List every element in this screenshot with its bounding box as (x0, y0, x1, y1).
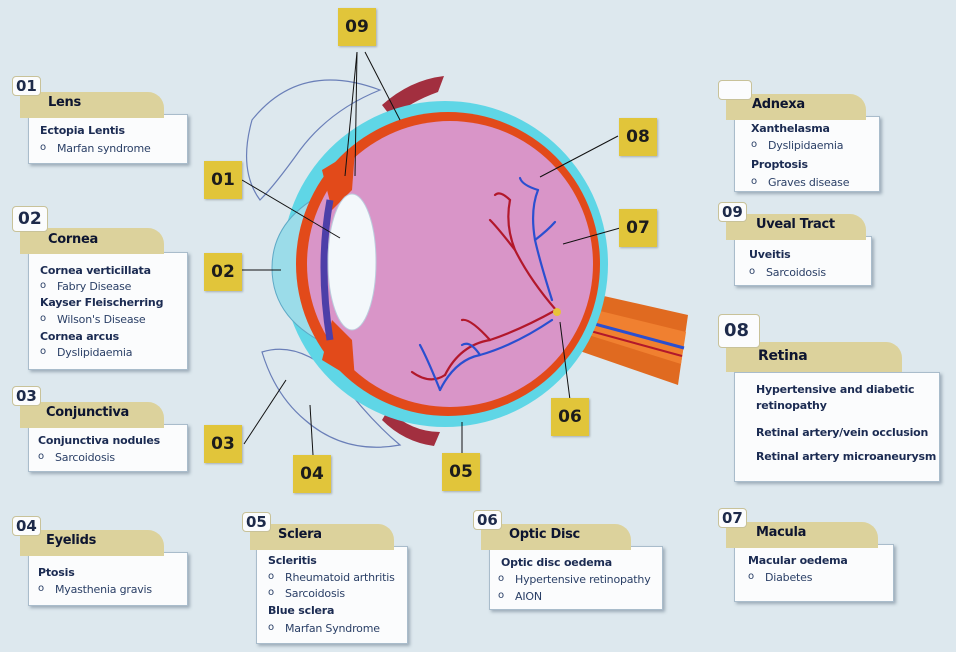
callout-number: 02 (12, 206, 48, 232)
callout-title: Sclera (278, 527, 322, 542)
leader-lines (241, 51, 621, 456)
callout-title: Cornea (48, 232, 98, 247)
optic-disc-marker (553, 308, 561, 316)
callout-number: 03 (12, 386, 41, 406)
associated-disease: Marfan Syndrome (268, 622, 380, 635)
associated-disease: Sarcoidosis (268, 587, 345, 600)
associated-disease: Diabetes (748, 571, 813, 584)
retinal-veins (418, 176, 557, 392)
condition: Ectopia Lentis (40, 124, 125, 137)
associated-disease: Sarcoidosis (38, 451, 115, 464)
condition: Hypertensive and diabetic retinopathy (756, 383, 915, 412)
condition: Scleritis (268, 554, 317, 567)
label-07: 07 (619, 209, 657, 247)
condition: Retinal artery microaneurysm (756, 450, 937, 463)
associated-disease: Dyslipidaemia (751, 139, 844, 152)
label-05: 05 (442, 453, 480, 491)
condition: Cornea verticillata (40, 264, 151, 277)
callout-number: 09 (718, 202, 747, 222)
callout-title: Uveal Tract (756, 217, 835, 232)
callout-title: Macula (756, 525, 807, 540)
callout-number: 06 (473, 510, 502, 530)
callout-number: 08 (718, 314, 760, 348)
condition: Uveitis (749, 248, 791, 261)
lens (327, 193, 377, 331)
associated-disease: Wilson's Disease (40, 313, 146, 326)
callout-number: 01 (12, 76, 41, 96)
upper-eyelid-outline (245, 79, 382, 201)
condition: Xanthelasma (751, 122, 830, 135)
callout-number: 07 (718, 508, 747, 528)
associated-disease: Dyslipidaemia (40, 346, 133, 359)
condition: Conjunctiva nodules (38, 434, 160, 447)
callout-number: 05 (242, 512, 271, 532)
associated-disease: Myasthenia gravis (38, 583, 152, 596)
condition: Macular oedema (748, 554, 848, 567)
condition: Kayser Fleischerring (40, 296, 164, 309)
label-01: 01 (204, 161, 242, 199)
associated-disease: Graves disease (751, 176, 850, 189)
label-02: 02 (204, 253, 242, 291)
callout-number (718, 80, 752, 100)
condition: Retinal artery/vein occlusion (756, 426, 929, 439)
associated-disease: Hypertensive retinopathy (498, 573, 651, 586)
condition: Optic disc oedema (501, 556, 612, 569)
associated-disease: Marfan syndrome (40, 142, 151, 155)
label-08: 08 (619, 118, 657, 156)
callout-number: 04 (12, 516, 41, 536)
callout-title: Conjunctiva (46, 405, 130, 420)
vitreous-body (307, 121, 593, 407)
label-04: 04 (293, 455, 331, 493)
label-06: 06 (551, 398, 589, 436)
condition: Cornea arcus (40, 330, 119, 343)
associated-disease: Rheumatoid arthritis (268, 571, 395, 584)
condition: Blue sclera (268, 604, 335, 617)
callout-title: Optic Disc (509, 527, 580, 542)
associated-disease: Sarcoidosis (749, 266, 826, 279)
condition: Proptosis (751, 158, 808, 171)
condition: Ptosis (38, 566, 75, 579)
label-03: 03 (204, 425, 242, 463)
superior-muscle (382, 76, 444, 118)
callout-title: Adnexa (752, 97, 805, 112)
retinal-arteries (410, 192, 558, 381)
callout-title: Lens (48, 95, 81, 110)
associated-disease: Fabry Disease (40, 280, 131, 293)
callout-title: Retina (758, 348, 808, 364)
associated-disease: AION (498, 590, 542, 603)
iris (320, 199, 334, 341)
label-09: 09 (338, 8, 376, 46)
callout-title: Eyelids (46, 533, 97, 548)
